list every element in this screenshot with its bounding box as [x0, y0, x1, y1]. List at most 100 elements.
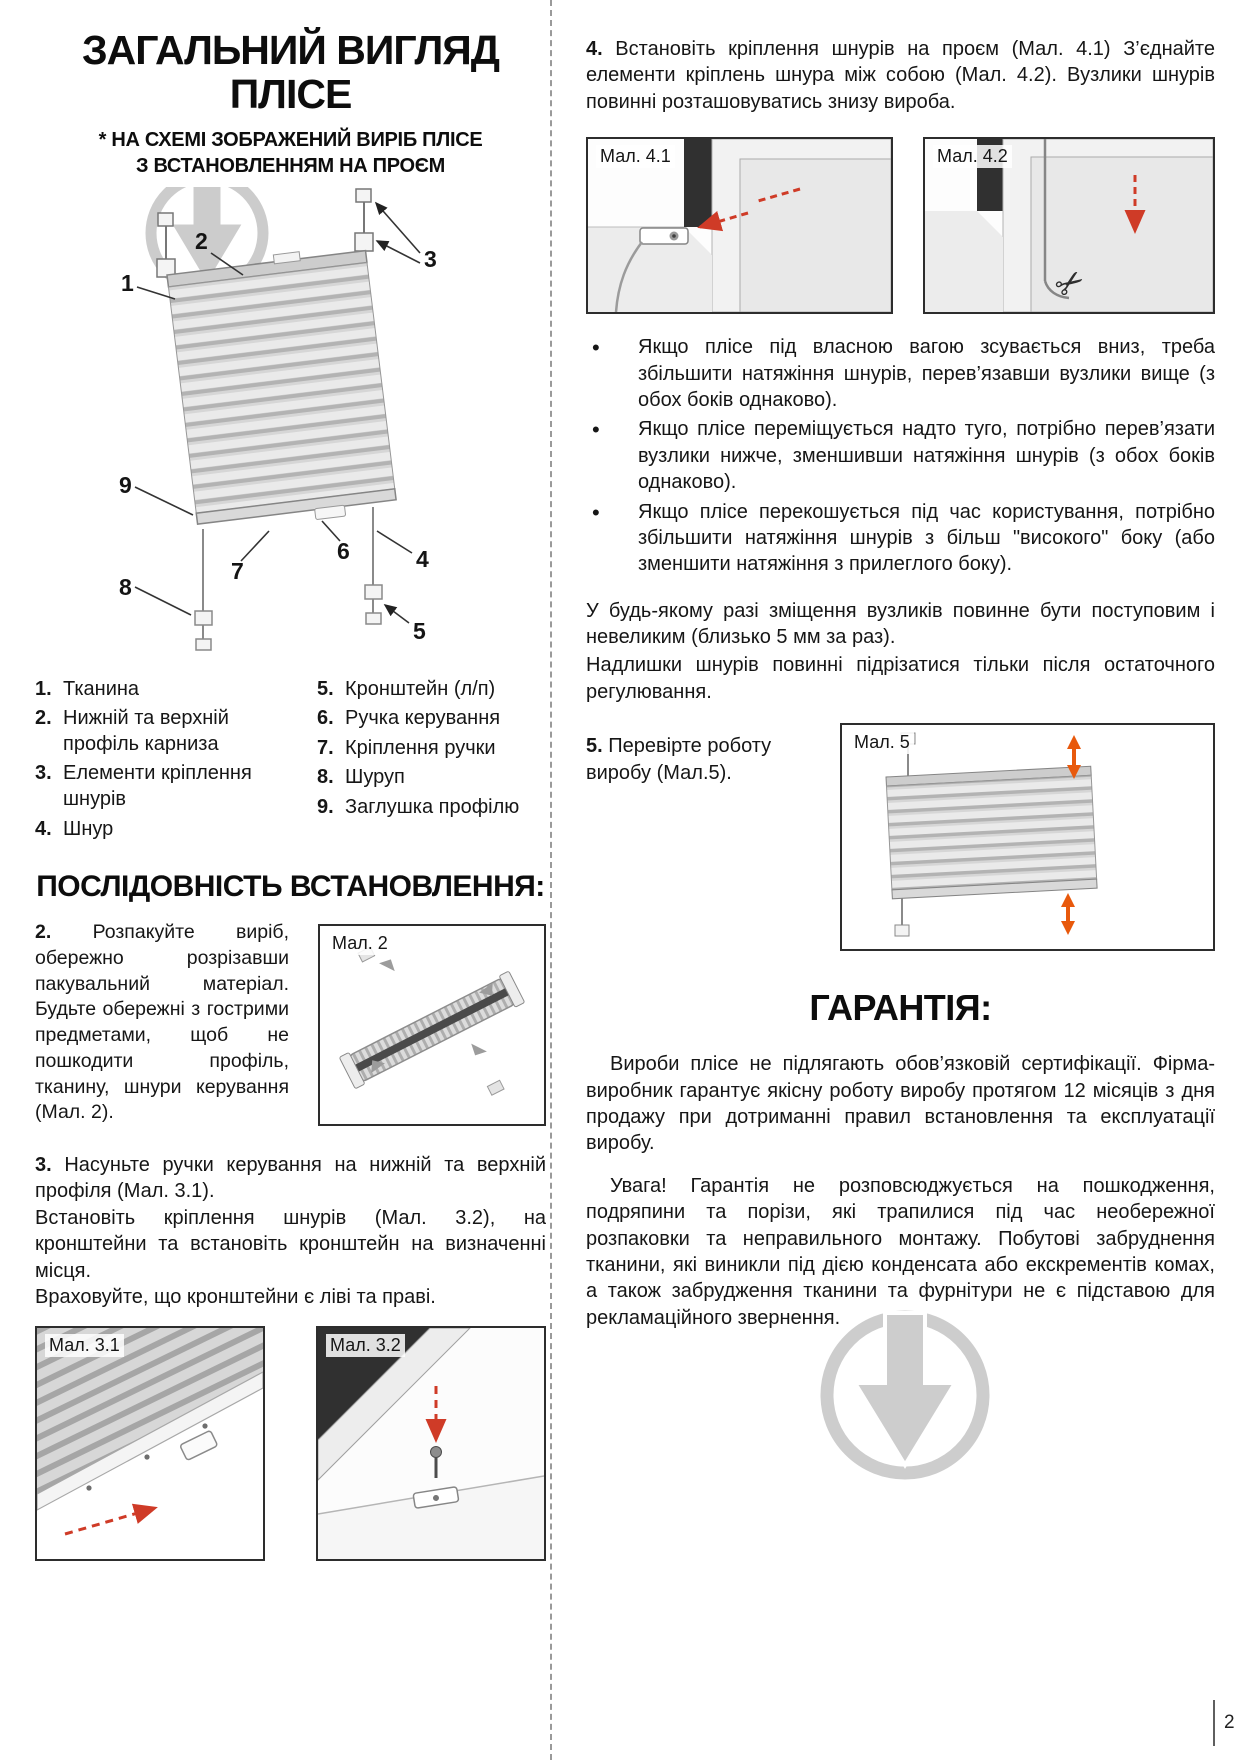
window-sill [925, 211, 1003, 313]
step2-block: 2. Розпакуйте виріб, обережно розрізавши… [35, 920, 546, 1127]
figure-2: Мал. 2 [318, 924, 546, 1127]
packed-blind [339, 971, 525, 1089]
page-subtitle-line2: З ВСТАНОВЛЕННЯМ НА ПРОЄМ [135, 154, 446, 177]
cords-bottom [194, 506, 383, 651]
figure-label: Мал. 4.1 [596, 145, 675, 169]
page-title: ЗАГАЛЬНИЙ ВИГЛЯД ПЛІСЕ [35, 28, 546, 117]
legend-item: 5.Кронштейн (л/п) [317, 677, 496, 700]
window-sill [318, 1476, 544, 1560]
unpack-arrows [371, 959, 493, 1074]
bottom-hook [894, 924, 910, 937]
page-footer: 2 [1213, 1700, 1235, 1746]
figures-4-row: Мал. 4.1 [586, 137, 1215, 315]
pleated-blind-small [885, 765, 1098, 900]
cord-fixing-bracket [639, 227, 689, 245]
bullet-item: • Якщо плісе перекошується під час корис… [586, 499, 1215, 578]
page-title-line1: ЗАГАЛЬНИЙ ВИГЛЯД [82, 27, 500, 73]
callout-5: 5 [413, 618, 426, 644]
left-column: ЗАГАЛЬНИЙ ВИГЛЯД ПЛІСЕ * НА СХЕМІ ЗОБРАЖ… [35, 28, 546, 1562]
warranty-paragraph-2: Увага! Гарантія не розповсюджується на п… [586, 1174, 1215, 1329]
installation-section-title: ПОСЛІДОВНІСТЬ ВСТАНОВЛЕННЯ: [36, 870, 545, 904]
page-number: 2 [1224, 1712, 1235, 1733]
figure-3-1: Мал. 3.1 [35, 1326, 265, 1562]
adjustment-note-2: Надлишки шнурів повинні підрізатися тіль… [586, 654, 1215, 703]
warranty-paragraph-1: Вироби плісе не підлягають обов’язковій … [586, 1053, 1215, 1155]
page-title-line2: ПЛІСЕ [229, 71, 353, 118]
figure-3-1-image [37, 1328, 263, 1536]
bottom-profile [37, 1371, 263, 1512]
legend: 1.Тканина 2.Нижній та верхній профіль ка… [35, 677, 546, 847]
callout-8: 8 [119, 574, 132, 600]
bullet-text: Якщо плісе переміщується надто туго, пот… [638, 418, 1215, 494]
step4-number: 4. [586, 38, 603, 60]
figure-label: Мал. 3.1 [45, 1334, 124, 1358]
legend-item: 1.Тканина [35, 677, 140, 700]
move-down-arrow [1061, 893, 1075, 936]
step5-number: 5. [586, 735, 603, 758]
legend-item: 6.Ручка керування [317, 707, 501, 730]
figure-label: Мал. 3.2 [326, 1334, 405, 1358]
slide-direction-arrow [64, 1504, 158, 1536]
brand-watermark-icon [820, 1310, 990, 1480]
callout-6: 6 [337, 538, 350, 564]
bullet-marker: • [592, 335, 600, 361]
window-frame [318, 1328, 471, 1482]
figure-label: Мал. 5 [850, 731, 914, 755]
step3-number: 3. [35, 1154, 52, 1177]
page-subtitle: * НА СХЕМІ ЗОБРАЖЕНИЙ ВИРІБ ПЛІСЕ З ВСТА… [35, 127, 546, 179]
callout-lines [134, 201, 421, 624]
step4-paragraph: 4. Встановіть кріплення шнурів на проєм … [586, 36, 1215, 115]
figure-3-2-image [318, 1328, 544, 1560]
figures-3-row: Мал. 3.1 [35, 1326, 546, 1562]
column-divider [550, 0, 552, 1760]
step3-line3: Враховуйте, що кронштейни є ліві та прав… [35, 1286, 436, 1309]
callout-9: 9 [119, 472, 132, 498]
bullet-marker: • [592, 499, 600, 525]
legend-item: 8.Шуруп [317, 766, 405, 789]
bullet-text: Якщо плісе перекошується під час користу… [638, 500, 1215, 576]
figure-3-2: Мал. 3.2 [316, 1326, 546, 1562]
step5-paragraph: 5. Перевірте роботу виробу (Мал.5). [586, 723, 836, 951]
step3-line1: Насуньте ручки керування на нижній та ве… [35, 1154, 546, 1203]
callout-numbers: 1 2 3 4 5 6 7 8 9 [119, 228, 437, 644]
figure-5: Мал. 5 [840, 723, 1215, 952]
cord-fixings-top [156, 187, 374, 278]
figure-label: Мал. 2 [328, 932, 392, 956]
figure-5-image [885, 732, 1098, 937]
bullet-item: • Якщо плісе під власною вагою зсуваєтьс… [586, 334, 1215, 413]
bullet-item: • Якщо плісе переміщується надто туго, п… [586, 416, 1215, 495]
screw [430, 1446, 442, 1479]
cord-fixing-bracket [412, 1486, 460, 1510]
legend-item: 9.Заглушка профілю [317, 795, 520, 818]
step5-text: Перевірте роботу виробу (Мал.5). [586, 735, 772, 784]
bullet-marker: • [592, 417, 600, 443]
product-overview-diagram: 1 2 3 4 5 6 7 8 9 [119, 186, 437, 651]
step3-line2: Встановіть кріплення шнурів (Мал. 3.2), … [35, 1206, 546, 1282]
right-column: 4. Встановіть кріплення шнурів на проєм … [586, 36, 1215, 1480]
callout-7: 7 [231, 558, 244, 584]
callout-1: 1 [121, 270, 134, 296]
legend-item: 3.Елементи кріплення шнурів [35, 762, 252, 810]
adjustment-bullet-list: • Якщо плісе під власною вагою зсуваєтьс… [586, 334, 1215, 578]
callout-2: 2 [195, 228, 208, 254]
footer-divider-line [1213, 1700, 1215, 1746]
legend-item: 2.Нижній та верхній профіль карниза [35, 707, 229, 755]
cord [614, 241, 643, 313]
legend-column-1: 1.Тканина 2.Нижній та верхній профіль ка… [35, 677, 307, 847]
step4-text: Встановіть кріплення шнурів на проєм (Ма… [586, 38, 1215, 113]
legend-item: 4.Шнур [35, 817, 114, 840]
page-subtitle-line1: * НА СХЕМІ ЗОБРАЖЕНИЙ ВИРІБ ПЛІСЕ [98, 128, 483, 151]
callout-3: 3 [424, 246, 437, 272]
window-glass [684, 139, 712, 228]
legend-column-2: 5.Кронштейн (л/п) 6.Ручка керування 7.Кр… [317, 677, 546, 847]
step3-paragraph: 3. Насуньте ручки керування на нижній та… [35, 1152, 546, 1310]
step2-text: Розпакуйте виріб, обережно розрізавши па… [35, 921, 289, 1124]
step2-paragraph: 2. Розпакуйте виріб, обережно розрізавши… [35, 920, 289, 1126]
step5-block: 5. Перевірте роботу виробу (Мал.5). Мал.… [586, 723, 1215, 952]
pleated-blind [166, 249, 397, 525]
step2-number: 2. [35, 921, 52, 944]
figure-label: Мал. 4.2 [933, 145, 1012, 169]
control-handle [180, 1431, 218, 1461]
callout-4: 4 [416, 546, 429, 572]
